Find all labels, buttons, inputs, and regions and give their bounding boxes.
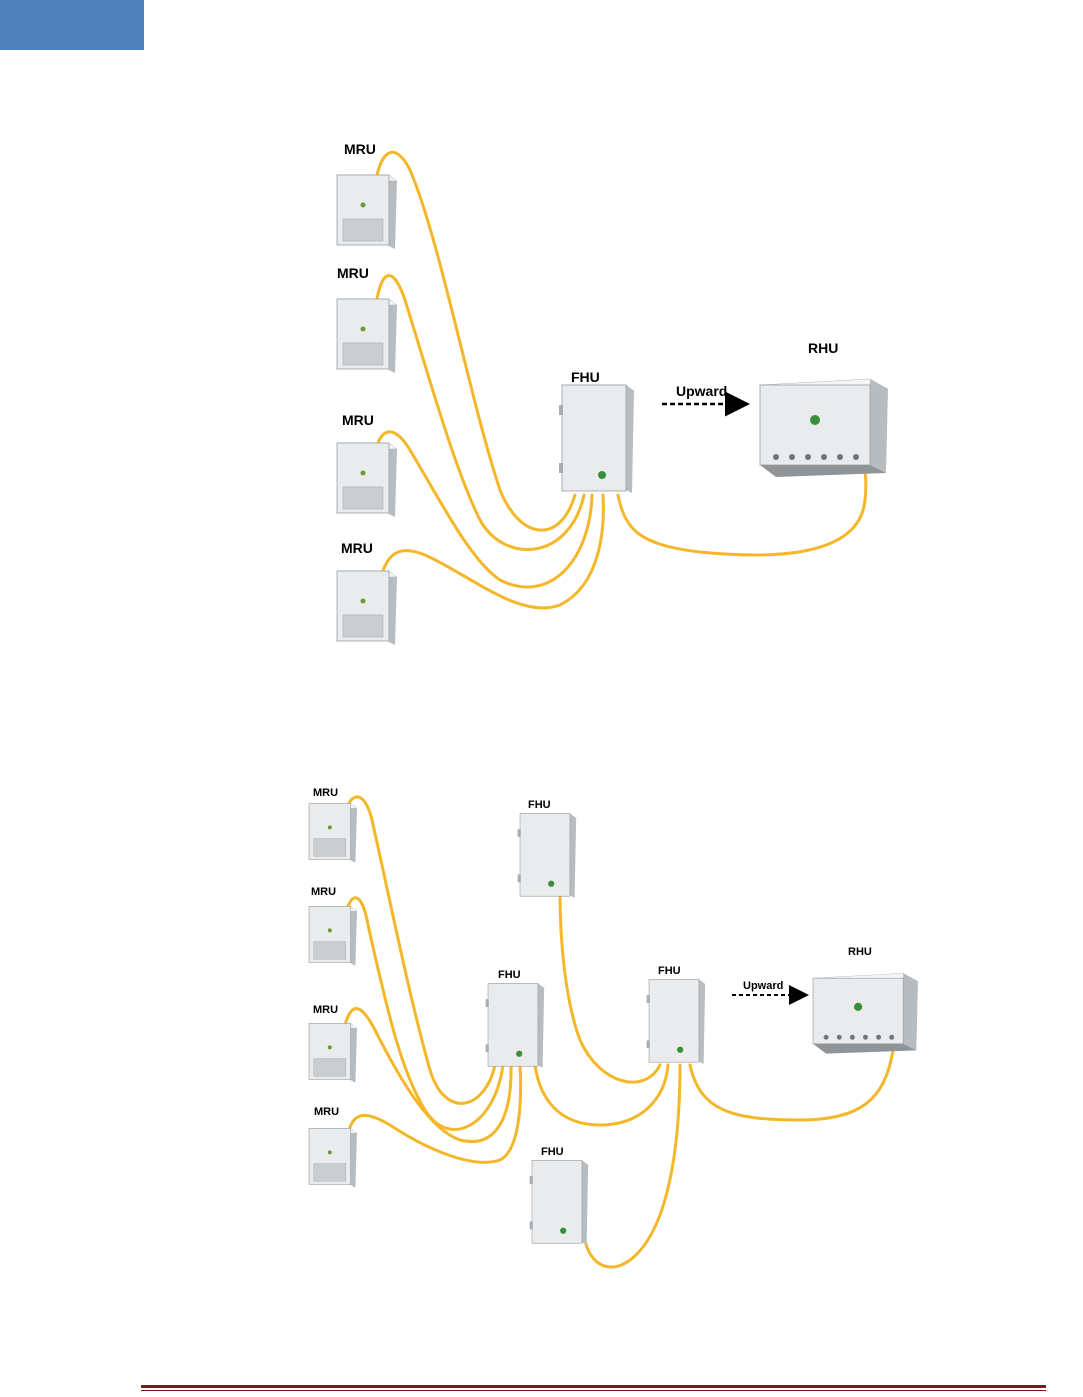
upward-label: Upward — [676, 383, 727, 399]
fhu2-unit-top — [518, 814, 577, 898]
cable-mru1-fhu — [375, 152, 575, 530]
rhu-unit — [760, 379, 888, 477]
cable2-mru3-fhuA — [345, 1009, 511, 1142]
mru-label-3: MRU — [342, 412, 374, 428]
mru-unit-2 — [337, 299, 397, 373]
upward2-label: Upward — [743, 980, 783, 992]
cable2-fhuTop-fhuB — [560, 893, 660, 1082]
mru-unit-4 — [337, 571, 397, 645]
footer-rule-thin — [141, 1390, 1046, 1391]
mru2-unit-4 — [309, 1128, 357, 1187]
fhu2-unit-bottom — [530, 1161, 589, 1245]
mru-label-4: MRU — [341, 540, 373, 556]
mru-unit-3 — [337, 443, 397, 517]
rhu2-label: RHU — [848, 946, 872, 958]
mru-label-1: MRU — [344, 141, 376, 157]
cable2-fhuBottom-fhuB — [585, 1065, 680, 1267]
mru-label-2: MRU — [337, 265, 369, 281]
mru2-label-2: MRU — [311, 886, 336, 898]
mru2-unit-1 — [309, 803, 357, 862]
diagram-1: MRU MRU MRU MRU FHU RHU Upward — [337, 141, 888, 645]
diagram-2-cables — [345, 797, 893, 1267]
rhu-label: RHU — [808, 340, 838, 356]
fhu-unit — [559, 385, 634, 493]
cable2-fhuA-fhuB — [535, 1065, 668, 1125]
fhu2-label-center: FHU — [658, 965, 681, 977]
cable2-mru1-fhuA — [345, 797, 495, 1104]
fhu2-label-left: FHU — [498, 969, 521, 981]
cable-mru2-fhu — [375, 276, 584, 550]
cable-mru3-fhu — [375, 432, 592, 587]
fhu2-unit-left — [486, 984, 544, 1068]
fhu2-unit-center — [647, 980, 706, 1064]
diagram-1-cables — [375, 152, 866, 608]
fhu-label: FHU — [571, 369, 600, 385]
fhu2-label-bottom: FHU — [541, 1146, 564, 1158]
mru2-label-1: MRU — [313, 787, 338, 799]
mru2-unit-2 — [309, 906, 357, 965]
fhu2-label-top: FHU — [528, 799, 551, 811]
diagram-2: MRU MRU MRU MRU FHU FHU FHU FHU RHU Upwa… — [309, 787, 918, 1267]
mru2-label-4: MRU — [314, 1106, 339, 1118]
cable2-fhuB-rhu — [690, 1050, 893, 1120]
rhu2-unit — [813, 973, 918, 1053]
footer-rule — [141, 1385, 1046, 1388]
mru-unit-1 — [337, 175, 397, 249]
mru2-label-3: MRU — [313, 1004, 338, 1016]
mru2-unit-3 — [309, 1023, 357, 1082]
